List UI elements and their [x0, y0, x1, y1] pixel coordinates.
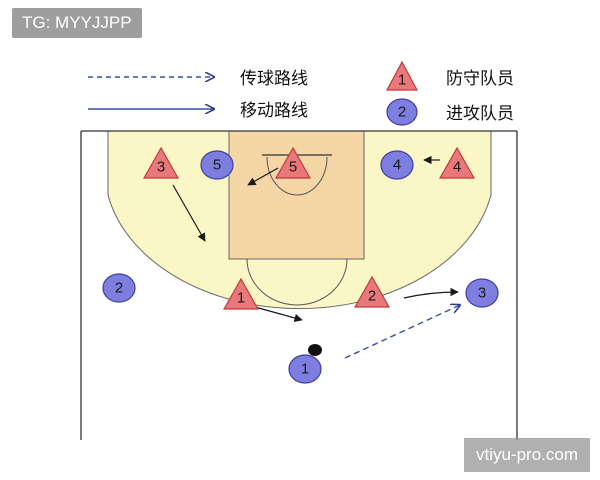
move-arrow-defender-1	[254, 306, 303, 323]
attacker: 1	[288, 354, 322, 384]
move-arrow-defender-5	[247, 167, 279, 186]
pass-arrow	[344, 305, 460, 359]
attacker-number: 3	[478, 285, 486, 302]
defender: 4	[438, 146, 476, 179]
free-throw-circle	[246, 258, 348, 306]
legend-attacker-icon: 2	[386, 98, 418, 126]
defender-number: 1	[237, 290, 245, 307]
defender: 2	[353, 275, 391, 308]
movement-arrows	[172, 155, 460, 359]
legend-defender-icon: 1	[385, 60, 419, 91]
attacker-number: 4	[393, 157, 401, 174]
attacker: 3	[465, 278, 499, 308]
defender: 5	[274, 146, 312, 179]
defender-number: 4	[453, 159, 461, 176]
pass-label: 传球路线	[240, 69, 308, 89]
legend: 传球路线 移动路线 1 防守队员 2 进攻队员	[88, 60, 514, 126]
move-label: 移动路线	[240, 101, 308, 121]
attacker: 2	[102, 273, 136, 303]
defender: 3	[142, 146, 180, 179]
defender-number: 2	[368, 288, 376, 305]
defender-label: 防守队员	[446, 69, 514, 89]
attacker-label: 进攻队员	[446, 104, 514, 124]
attacker-number: 5	[213, 157, 221, 174]
watermark-top: TG: MYYJJPP	[12, 8, 142, 38]
move-arrow-defender-2	[403, 287, 459, 299]
legend-defender-number: 1	[398, 72, 406, 89]
attacker-number: 2	[115, 280, 123, 297]
legend-attacker-number: 2	[398, 104, 406, 121]
watermark-bottom: vtiyu-pro.com	[463, 438, 590, 472]
move-arrow-defender-3	[172, 184, 206, 242]
defender-number: 5	[289, 159, 297, 176]
attacker-number: 1	[301, 361, 309, 378]
attacker: 5	[200, 150, 234, 180]
defender: 1	[222, 277, 260, 310]
defender-number: 3	[157, 159, 165, 176]
ball	[308, 344, 322, 356]
attacker: 4	[380, 150, 414, 180]
